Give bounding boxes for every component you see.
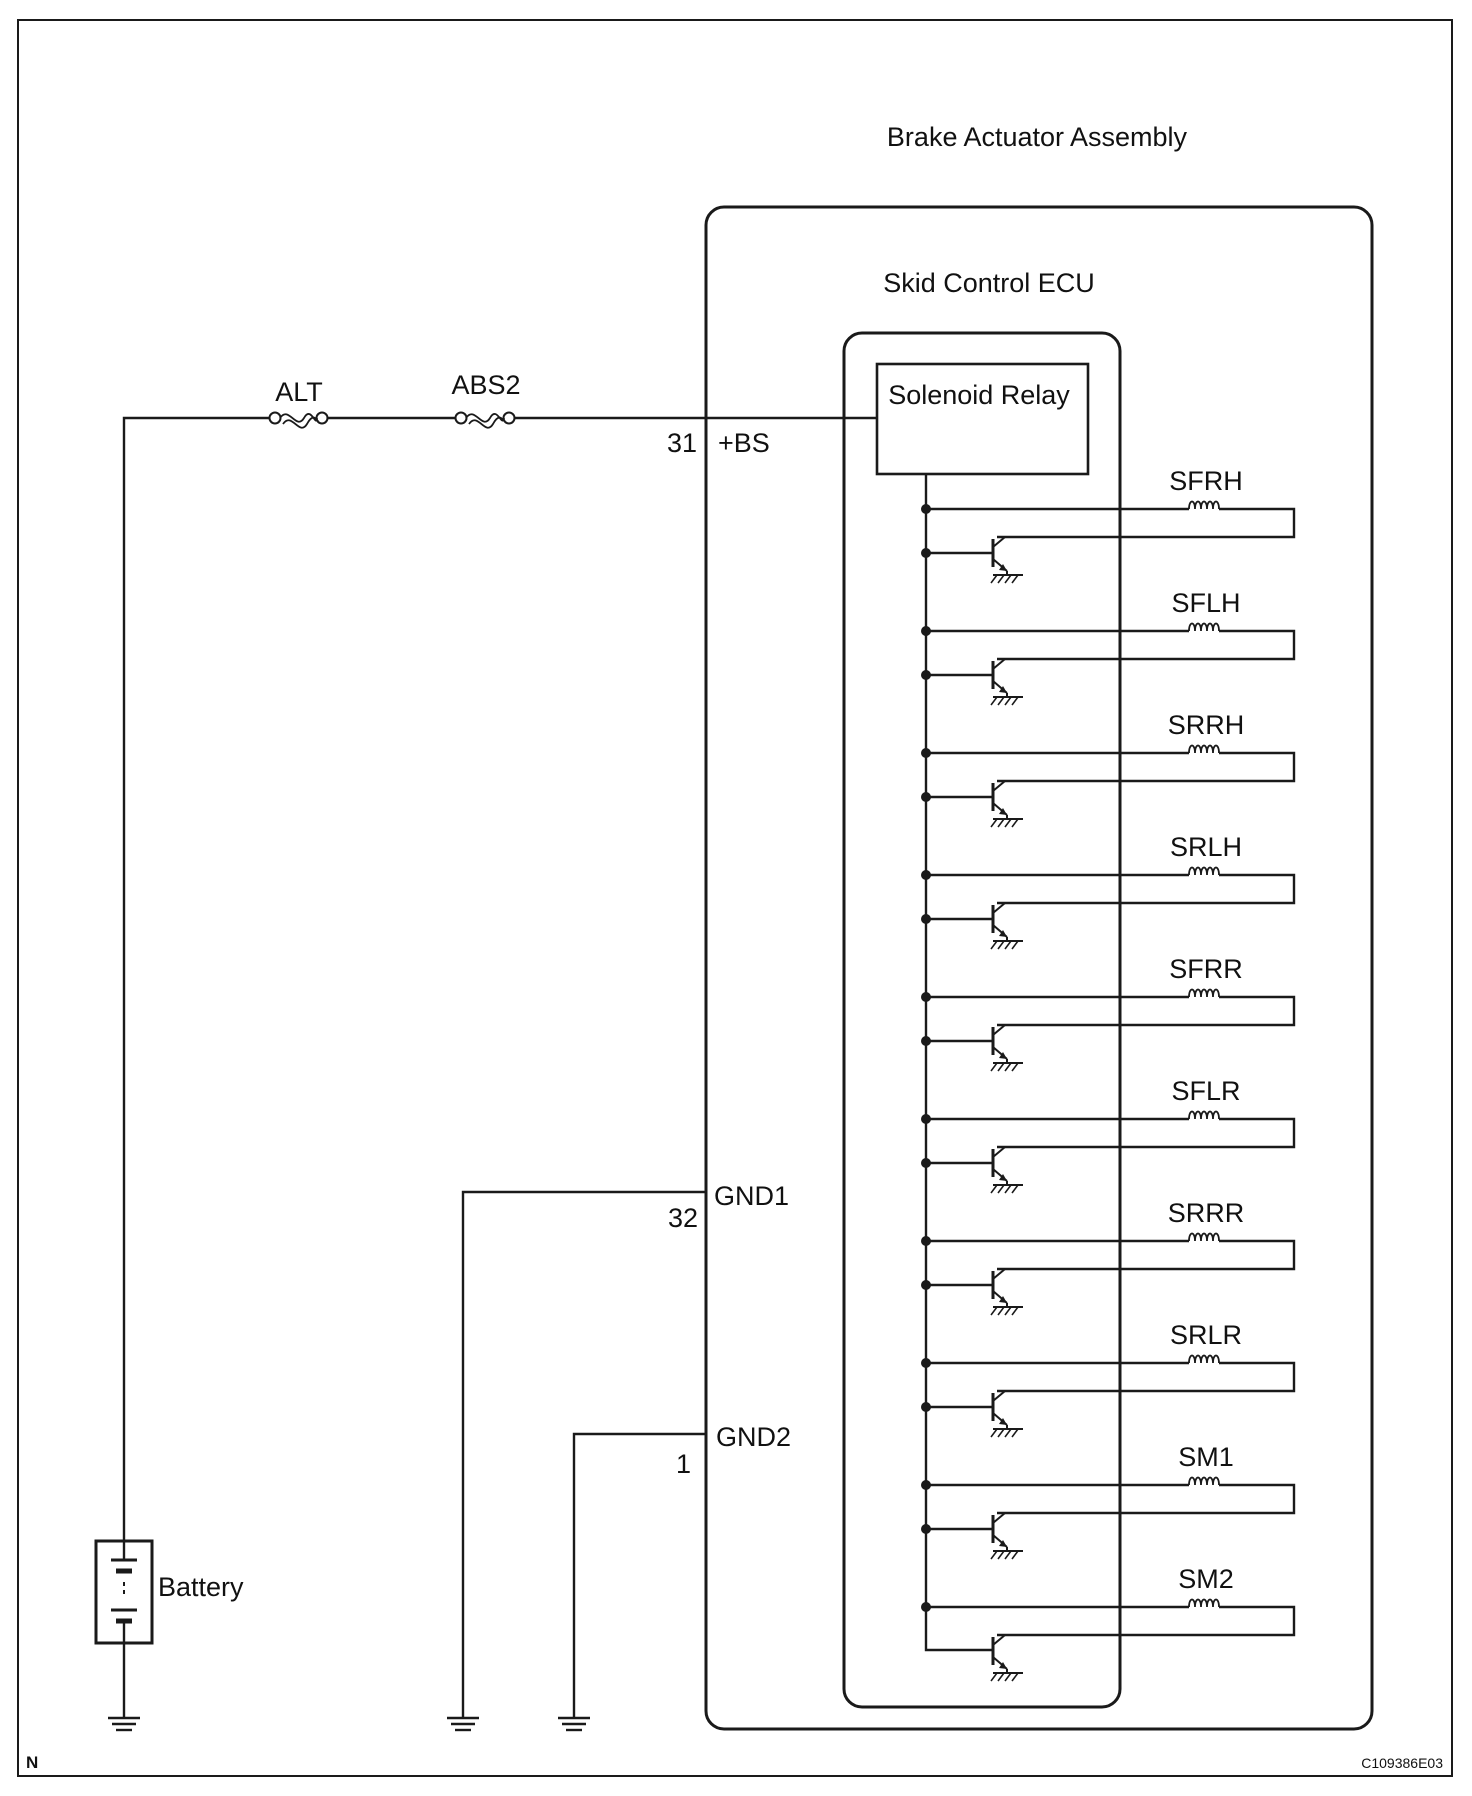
skid-control-ecu-box [842,331,1122,1709]
battery-label: Battery [158,1572,244,1602]
solenoid-label-srlr: SRLR [1170,1320,1242,1350]
solenoid-label-sflr: SFLR [1171,1076,1240,1106]
figure-code: C109386E03 [1361,1755,1443,1771]
terminal-32-pin: 32 [668,1203,698,1233]
solenoid-coil-icon [1188,500,1220,510]
solenoid-coil-icon [1188,622,1220,632]
solenoid-label-sfrr: SFRR [1169,954,1243,984]
solenoid-label-sm1: SM1 [1178,1442,1234,1472]
solenoid-label-srlh: SRLH [1170,832,1242,862]
ecu-internal-bus [924,474,992,1652]
battery-ground-icon [108,1716,140,1732]
solenoid-channel-srrh: SRRH [921,710,1296,828]
transistor-icon [990,536,1023,584]
battery-symbol [94,1539,154,1718]
solenoid-label-srrh: SRRH [1168,710,1245,740]
alt-fuse-label: ALT [275,377,323,407]
solenoid-label-sfrh: SFRH [1169,466,1243,496]
solenoid-coil-icon [1188,1354,1220,1364]
transistor-icon [990,1512,1023,1560]
brake-actuator-assembly-title: Brake Actuator Assembly [887,122,1188,152]
solenoid-label-srrr: SRRR [1168,1198,1245,1228]
gnd2-wire [572,1432,706,1718]
brake-actuator-assembly-box [704,205,1374,1731]
solenoid-channel-sfrr: SFRR [921,954,1296,1072]
solenoid-coil-icon [1188,988,1220,998]
solenoid-channel-srlr: SRLR [921,1320,1296,1438]
abs2-fuse-symbol [454,411,516,429]
gnd2-ground-icon [558,1716,590,1732]
transistor-icon [990,658,1023,706]
terminal-bs-name: +BS [718,428,770,458]
transistor-icon [990,1146,1023,1194]
solenoid-relay-label: Solenoid Relay [888,380,1070,410]
solenoid-channel-sflr: SFLR [921,1076,1296,1194]
solenoid-coil-icon [1188,1476,1220,1486]
solenoid-channel-sflh: SFLH [921,588,1296,706]
solenoid-coil-icon [1188,744,1220,754]
corner-mark: N [26,1753,38,1772]
transistor-icon [990,1024,1023,1072]
solenoid-coil-icon [1188,1232,1220,1242]
abs2-fuse-label: ABS2 [451,370,520,400]
solenoid-channel-sm1: SM1 [921,1442,1296,1560]
terminal-1-pin: 1 [676,1449,691,1479]
solenoid-label-sflh: SFLH [1171,588,1240,618]
battery-positive-wire [122,416,269,1541]
solenoid-label-sm2: SM2 [1178,1564,1234,1594]
solenoid-coil-icon [1188,1598,1220,1608]
solenoid-channel-srrr: SRRR [921,1198,1296,1316]
diagram-frame [17,19,1453,1777]
skid-control-ecu-title: Skid Control ECU [883,268,1095,298]
solenoid-coil-icon [1188,866,1220,876]
terminal-31-pin: 31 [667,428,697,458]
gnd1-ground-icon [447,1716,479,1732]
terminal-gnd2-name: GND2 [716,1422,791,1452]
transistor-icon [990,1268,1023,1316]
solenoid-channel-sm2: SM2 [921,1564,1296,1682]
alt-fuse-symbol [268,411,329,429]
solenoid-coil-icon [1188,1110,1220,1120]
solenoid-channel-sfrh: SFRH [921,466,1296,584]
terminal-gnd1-name: GND1 [714,1181,789,1211]
transistor-icon [990,780,1023,828]
solenoid-channel-srlh: SRLH [921,832,1296,950]
transistor-icon [990,1390,1023,1438]
gnd1-wire [461,1190,706,1718]
transistor-icon [990,1634,1023,1682]
transistor-icon [990,902,1023,950]
